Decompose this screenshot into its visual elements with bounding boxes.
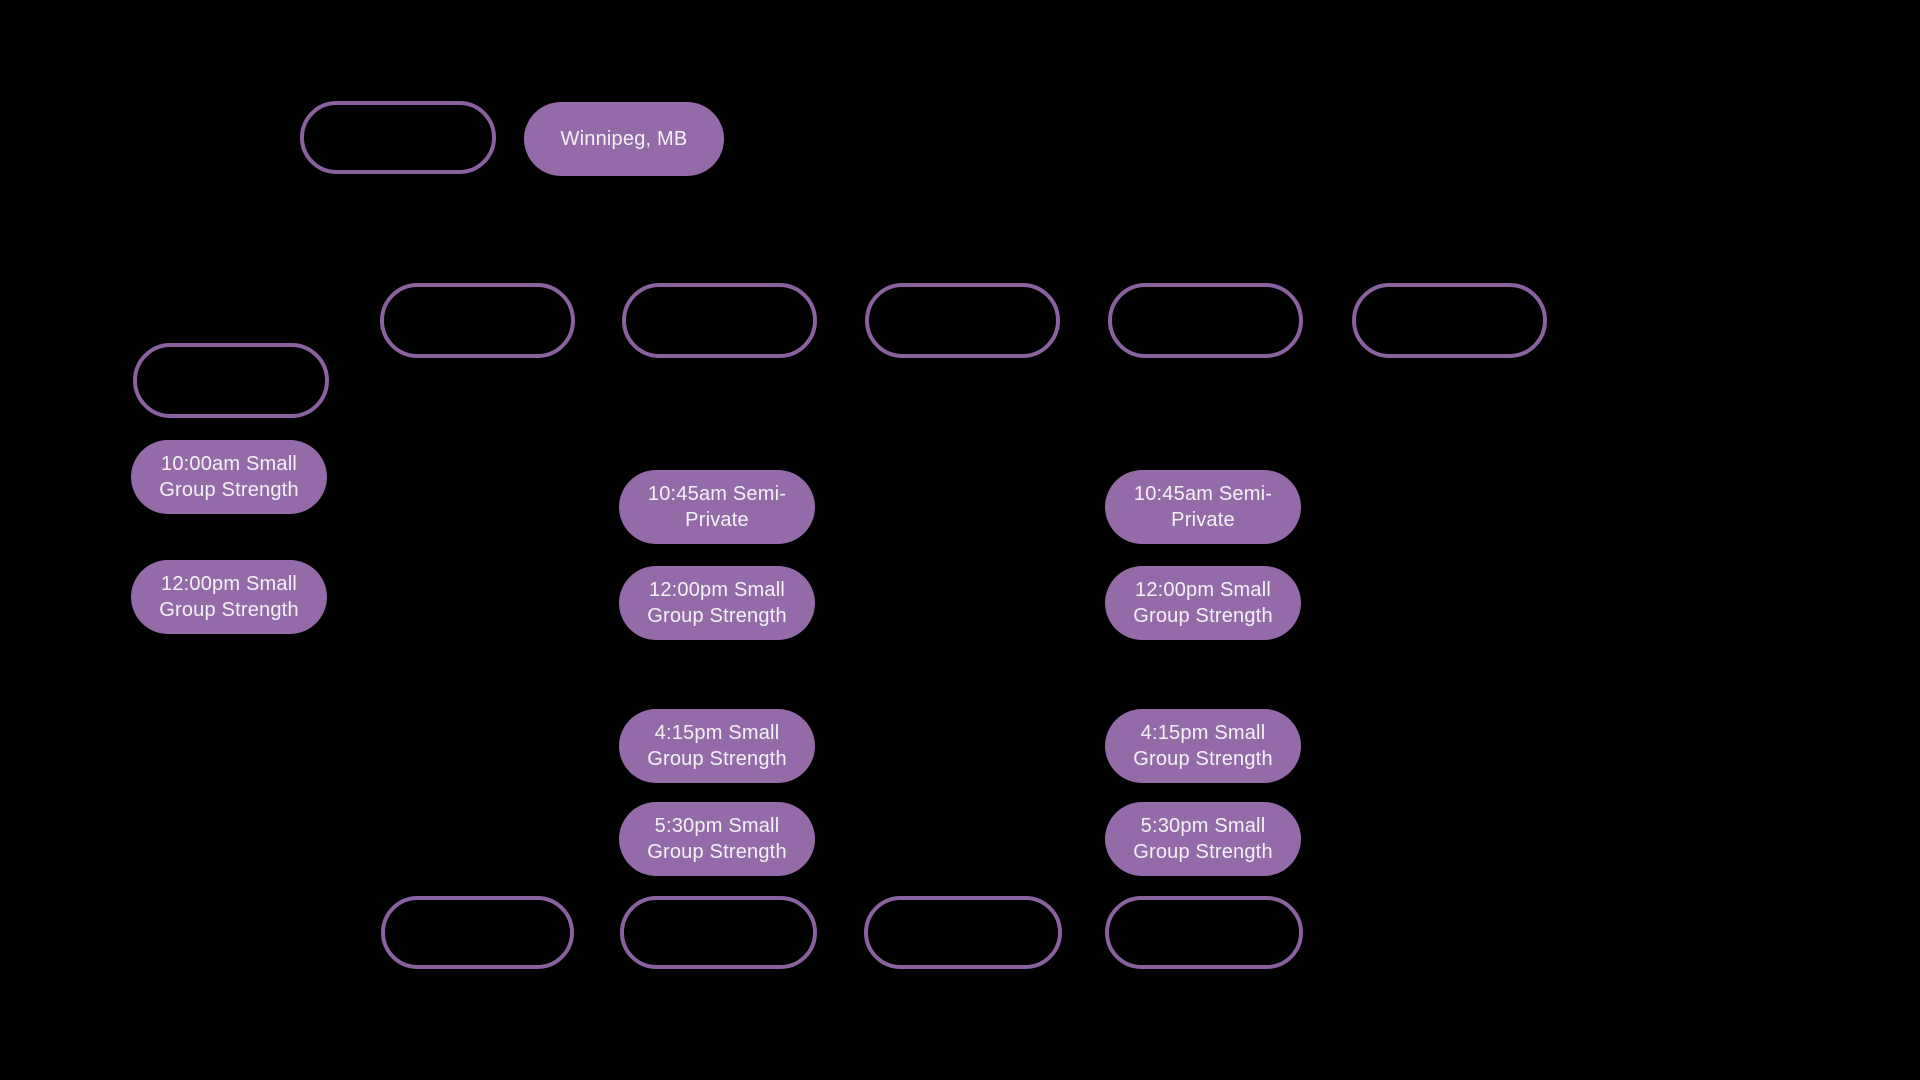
bottom-pill-4[interactable] — [1105, 896, 1303, 969]
bottom-pill-2[interactable] — [620, 896, 817, 969]
date-pill-2[interactable] — [622, 283, 817, 358]
selected-location-label: Winnipeg, MB — [560, 128, 688, 150]
date-pill-3[interactable] — [865, 283, 1060, 358]
class-pill[interactable]: 4:15pm Small Group Strength — [619, 709, 815, 783]
class-pill[interactable]: 4:15pm Small Group Strength — [1105, 709, 1301, 783]
class-pill-label: 10:45am Semi-Private — [1133, 483, 1273, 531]
date-pill-5[interactable] — [1352, 283, 1547, 358]
location-filter-pill[interactable] — [300, 101, 496, 174]
date-pill-1[interactable] — [380, 283, 575, 358]
class-pill-label: 5:30pm Small Group Strength — [647, 815, 787, 863]
class-pill[interactable]: 10:00am Small Group Strength — [131, 440, 327, 514]
class-pill[interactable]: 12:00pm Small Group Strength — [1105, 566, 1301, 640]
class-pill-label: 12:00pm Small Group Strength — [1133, 579, 1273, 627]
class-pill-label: 4:15pm Small Group Strength — [647, 722, 787, 770]
date-pill-4[interactable] — [1108, 283, 1303, 358]
class-pill[interactable]: 12:00pm Small Group Strength — [619, 566, 815, 640]
selected-location-pill[interactable]: Winnipeg, MB — [524, 102, 724, 176]
class-pill[interactable]: 10:45am Semi-Private — [619, 470, 815, 544]
bottom-pill-3[interactable] — [864, 896, 1062, 969]
day-label-pill[interactable] — [133, 343, 329, 418]
class-pill-label: 12:00pm Small Group Strength — [647, 579, 787, 627]
class-pill-label: 5:30pm Small Group Strength — [1133, 815, 1273, 863]
class-pill[interactable]: 5:30pm Small Group Strength — [619, 802, 815, 876]
class-pill-label: 12:00pm Small Group Strength — [159, 573, 299, 621]
class-pill-label: 10:45am Semi-Private — [647, 483, 787, 531]
class-pill-label: 4:15pm Small Group Strength — [1133, 722, 1273, 770]
class-pill[interactable]: 12:00pm Small Group Strength — [131, 560, 327, 634]
class-pill[interactable]: 10:45am Semi-Private — [1105, 470, 1301, 544]
class-pill[interactable]: 5:30pm Small Group Strength — [1105, 802, 1301, 876]
class-pill-label: 10:00am Small Group Strength — [159, 453, 299, 501]
bottom-pill-1[interactable] — [381, 896, 574, 969]
